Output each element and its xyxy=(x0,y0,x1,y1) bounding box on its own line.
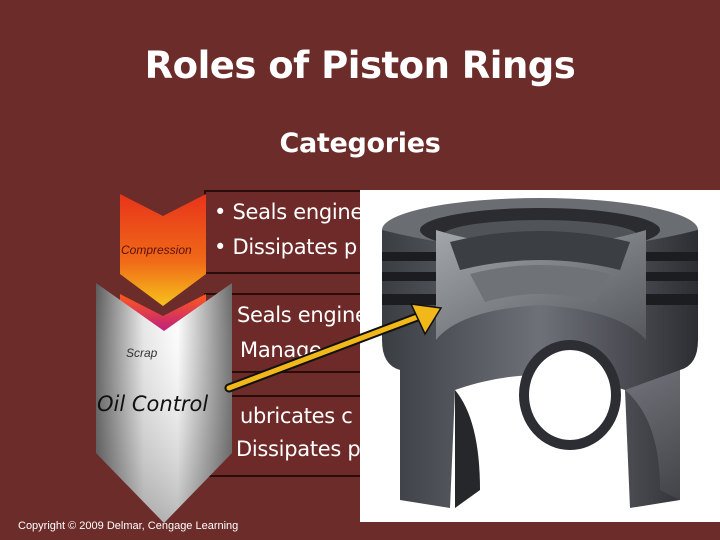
scraper-bullet-1: Seals engine xyxy=(237,303,368,327)
oil-control-bullet-1: ubricates c xyxy=(240,404,353,428)
oil-control-label: Oil Control xyxy=(97,392,209,416)
compression-label: Compression xyxy=(121,243,192,257)
slide-title: Roles of Piston Rings xyxy=(144,44,576,87)
piston-cutaway-image xyxy=(360,190,720,522)
scraper-label: Scrap xyxy=(126,346,158,360)
copyright-text: Copyright © 2009 Delmar, Cengage Learnin… xyxy=(18,520,239,532)
compression-bullet-2: • Dissipates p xyxy=(214,235,357,259)
compression-bullet-1: • Seals engine xyxy=(214,200,364,224)
slide-subtitle: Categories xyxy=(279,128,441,159)
pointer-arrow xyxy=(215,290,455,410)
oil-control-chevron xyxy=(96,283,232,523)
compression-chevron xyxy=(120,194,206,306)
oil-control-bullet-2: Dissipates p xyxy=(236,437,361,461)
